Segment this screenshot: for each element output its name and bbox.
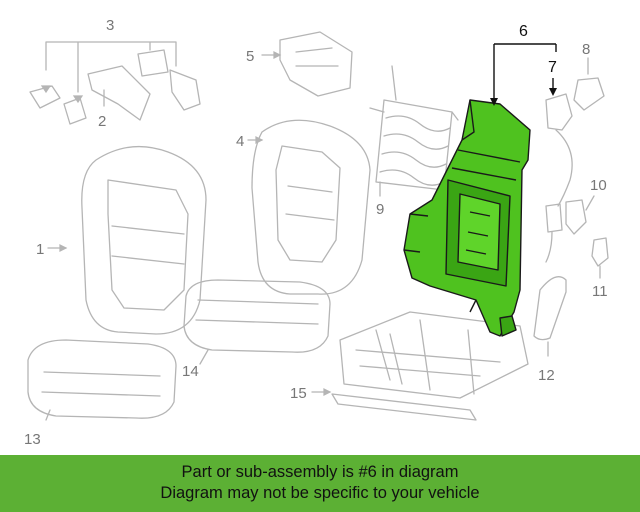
callout-2: 2 <box>98 113 106 130</box>
callout-11: 11 <box>592 283 608 300</box>
exploded-parts-diagram: 1 2 3 4 5 6 7 8 9 10 11 12 13 14 15 <box>24 17 609 448</box>
callout-13: 13 <box>24 431 41 448</box>
callout-15: 15 <box>290 385 307 402</box>
callout-5: 5 <box>246 48 254 65</box>
callout-9: 9 <box>376 201 384 218</box>
notice-line-disclaimer: Diagram may not be specific to your vehi… <box>160 484 480 502</box>
diagram-notice-banner: Part or sub-assembly is #6 in diagram Di… <box>0 455 640 512</box>
part-10-clip <box>565 195 595 235</box>
part-1-seatback <box>47 146 207 335</box>
callout-14: 14 <box>182 363 199 380</box>
part-7-cable <box>545 93 573 263</box>
callout-10: 10 <box>590 177 607 194</box>
callout-4: 4 <box>236 133 244 150</box>
part-11-clip <box>591 237 609 279</box>
part-4-seatback-cover <box>247 119 371 295</box>
part-5-shield <box>261 31 353 97</box>
part-8-cover <box>573 57 605 111</box>
part-6-seatback-frame <box>403 99 531 337</box>
part-15-seat-track <box>311 311 529 421</box>
part-14-cushion-cover <box>183 279 331 365</box>
part-3-clips <box>29 41 201 125</box>
part-13-cushion-pad <box>27 339 177 421</box>
callout-12: 12 <box>538 367 555 384</box>
callout-1: 1 <box>36 241 44 258</box>
callout-arrowheads <box>490 88 557 106</box>
callout-6: 6 <box>519 23 528 40</box>
callout-3: 3 <box>106 17 114 34</box>
grey-leader-arrows <box>40 51 332 396</box>
callout-6-7-leaders <box>493 43 557 104</box>
callout-8: 8 <box>582 41 590 58</box>
part-12-side-trim <box>533 276 567 357</box>
callout-7: 7 <box>548 59 557 76</box>
notice-line-part: Part or sub-assembly is #6 in diagram <box>181 463 459 481</box>
